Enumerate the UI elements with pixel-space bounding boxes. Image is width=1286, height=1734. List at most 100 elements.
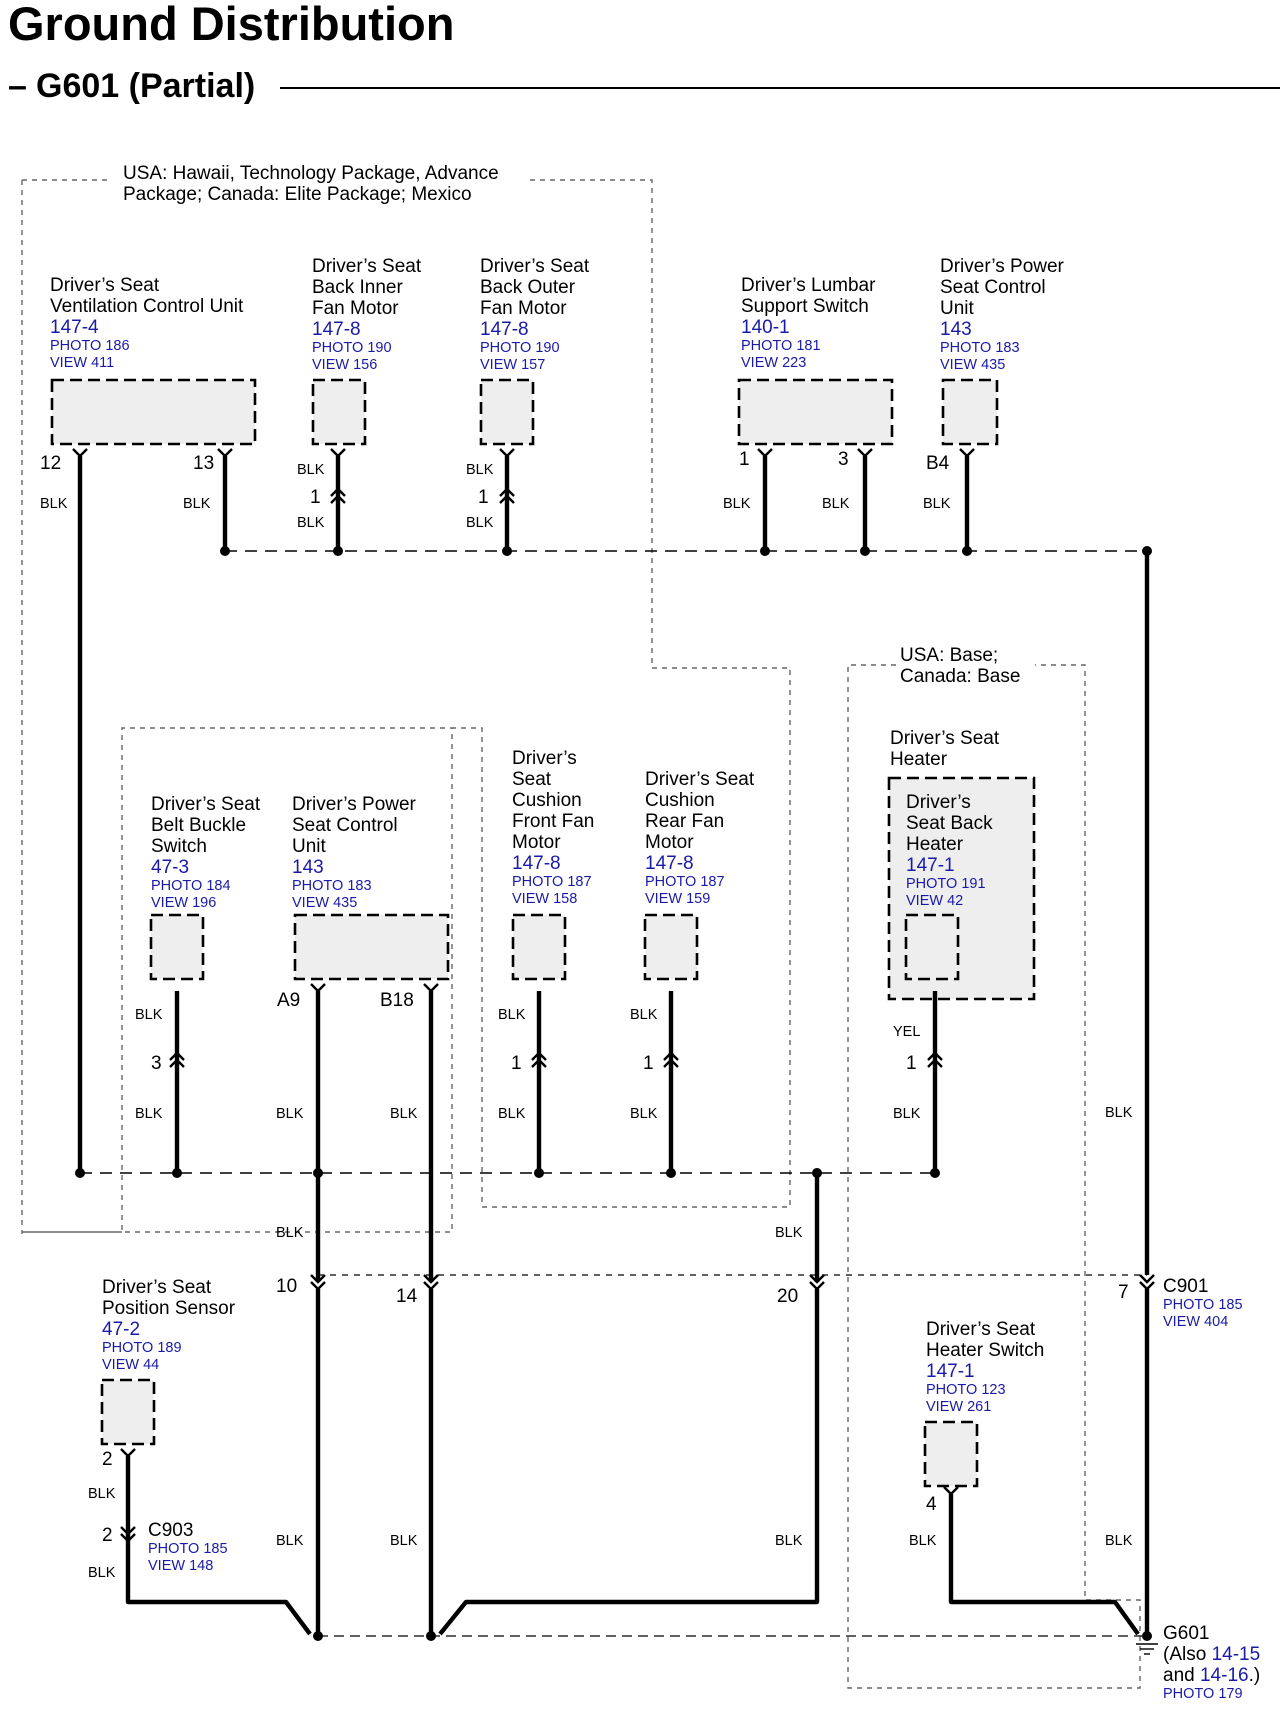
pin-label: 1 xyxy=(643,1053,654,1074)
component-ref: 147-8 xyxy=(480,319,529,340)
wire-color-label: BLK xyxy=(630,1106,658,1122)
connector-photo: PHOTO 185 xyxy=(1163,1297,1243,1313)
component-box xyxy=(737,378,894,446)
component-box xyxy=(643,913,699,981)
wire-color-label: BLK xyxy=(775,1225,803,1241)
component-name: Front Fan xyxy=(512,811,594,832)
region-label-usa-hawaii-1: USA: Hawaii, Technology Package, Advance xyxy=(123,163,499,184)
component-view: VIEW 261 xyxy=(926,1399,991,1415)
component-photo: PHOTO 186 xyxy=(50,338,130,354)
component-name: Unit xyxy=(940,298,975,319)
component-ref: 147-1 xyxy=(906,855,955,876)
component-name: Heater xyxy=(906,834,964,855)
component-power-seat-control-unit-top: Driver’s Power Seat Control Unit 143 PHO… xyxy=(940,256,1065,446)
wire-color-label: BLK xyxy=(390,1106,418,1122)
component-name: Rear Fan xyxy=(645,811,724,832)
component-ref: 147-8 xyxy=(312,319,361,340)
wire-color-label: BLK xyxy=(1105,1105,1133,1121)
splice-dots-middle xyxy=(75,1168,940,1178)
ground-photo: PHOTO 179 xyxy=(1163,1686,1243,1702)
wire-color-label: BLK xyxy=(498,1106,526,1122)
component-name: Heater Switch xyxy=(926,1340,1044,1361)
page-subtitle: G601 (Partial) xyxy=(36,67,255,105)
region-label-usa-base-1: USA: Base; xyxy=(900,645,998,666)
wire-color-label: BLK xyxy=(88,1486,116,1502)
component-ref: 147-8 xyxy=(512,853,561,874)
component-name: Seat Back xyxy=(906,813,993,834)
component-photo: PHOTO 189 xyxy=(102,1340,182,1356)
component-view: VIEW 42 xyxy=(906,893,963,909)
component-back-outer-fan-motor: Driver’s Seat Back Outer Fan Motor 147-8… xyxy=(479,256,590,446)
connector-view: VIEW 404 xyxy=(1163,1314,1228,1330)
component-heater-switch: Driver’s Seat Heater Switch 147-1 PHOTO … xyxy=(923,1319,1044,1488)
pin-label: 13 xyxy=(193,453,214,474)
component-photo: PHOTO 181 xyxy=(741,338,821,354)
region-label-usa-hawaii-2: Package; Canada: Elite Package; Mexico xyxy=(123,184,472,205)
wire-color-label: BLK xyxy=(893,1106,921,1122)
component-cushion-rear-fan-motor: Driver’s Seat Cushion Rear Fan Motor 147… xyxy=(643,769,755,981)
component-view: VIEW 158 xyxy=(512,891,577,907)
ground-dots xyxy=(313,1631,1152,1641)
component-name: Motor xyxy=(512,832,561,853)
component-name: Driver’s Power xyxy=(292,794,417,815)
component-view: VIEW 411 xyxy=(50,355,114,371)
component-box xyxy=(941,378,999,446)
component-photo: PHOTO 190 xyxy=(480,340,560,356)
component-ref: 143 xyxy=(292,857,324,878)
pin-terminals-top xyxy=(72,448,975,504)
component-name: Driver’s Seat xyxy=(890,728,1000,749)
wire-color-label: BLK xyxy=(775,1533,803,1549)
component-view: VIEW 157 xyxy=(480,357,545,373)
component-photo: PHOTO 184 xyxy=(151,878,231,894)
component-name: Cushion xyxy=(645,790,715,811)
wire-color-label: BLK xyxy=(276,1225,304,1241)
wire-color-label: BLK xyxy=(909,1533,937,1549)
component-ref: 147-8 xyxy=(645,853,694,874)
pin-label: A9 xyxy=(277,990,300,1011)
connector-name: C903 xyxy=(148,1520,193,1541)
component-view: VIEW 44 xyxy=(102,1357,159,1373)
component-photo: PHOTO 190 xyxy=(312,340,392,356)
wire-color-label: YEL xyxy=(893,1024,920,1040)
component-name: Support Switch xyxy=(741,296,869,317)
component-photo: PHOTO 183 xyxy=(940,340,1020,356)
wire-color-label: BLK xyxy=(822,496,850,512)
component-name: Fan Motor xyxy=(480,298,567,319)
pin-label: 4 xyxy=(926,1494,937,1515)
component-photo: PHOTO 187 xyxy=(645,874,725,890)
component-name: Driver’s Seat xyxy=(312,256,422,277)
component-box xyxy=(50,378,257,446)
component-name: Back Inner xyxy=(312,277,403,298)
component-view: VIEW 435 xyxy=(940,357,1005,373)
pin-label: 1 xyxy=(739,449,750,470)
splice-dots-top xyxy=(220,546,1152,556)
pin-terminals-bottom xyxy=(120,1448,959,1543)
component-photo: PHOTO 191 xyxy=(906,876,986,892)
component-seat-heater: Driver’s Seat Heater Driver’s Seat Back … xyxy=(887,728,1036,1001)
wire-color-label: BLK xyxy=(297,462,325,478)
wire-color-label: BLK xyxy=(135,1106,163,1122)
component-name: Driver’s Seat xyxy=(50,275,160,296)
wire-color-label: BLK xyxy=(466,462,494,478)
component-ref: 143 xyxy=(940,319,972,340)
ground-also-text: (Also 14-15 xyxy=(1163,1644,1260,1665)
pin-label: 7 xyxy=(1118,1282,1129,1303)
component-name: Driver’s Seat xyxy=(926,1319,1036,1340)
wire-color-label: BLK xyxy=(183,496,211,512)
component-power-seat-control-unit-mid: Driver’s Power Seat Control Unit 143 PHO… xyxy=(292,794,450,981)
component-box-inner xyxy=(904,913,960,981)
component-name: Driver’s Seat xyxy=(645,769,755,790)
wire-c901-20-to-ground xyxy=(438,1289,820,1636)
component-name: Seat Control xyxy=(292,815,398,836)
component-name: Seat xyxy=(512,769,552,790)
wire-color-label: BLK xyxy=(40,496,68,512)
pin-label: 12 xyxy=(40,453,61,474)
component-view: VIEW 159 xyxy=(645,891,710,907)
component-ref: 47-2 xyxy=(102,1319,140,1340)
component-name: Driver’s Lumbar xyxy=(741,275,876,296)
region-label-usa-base-2: Canada: Base xyxy=(900,666,1020,687)
component-name: Driver’s xyxy=(906,792,971,813)
component-view: VIEW 156 xyxy=(312,357,377,373)
wire-color-label: BLK xyxy=(466,515,494,531)
wire-color-label: BLK xyxy=(135,1007,163,1023)
